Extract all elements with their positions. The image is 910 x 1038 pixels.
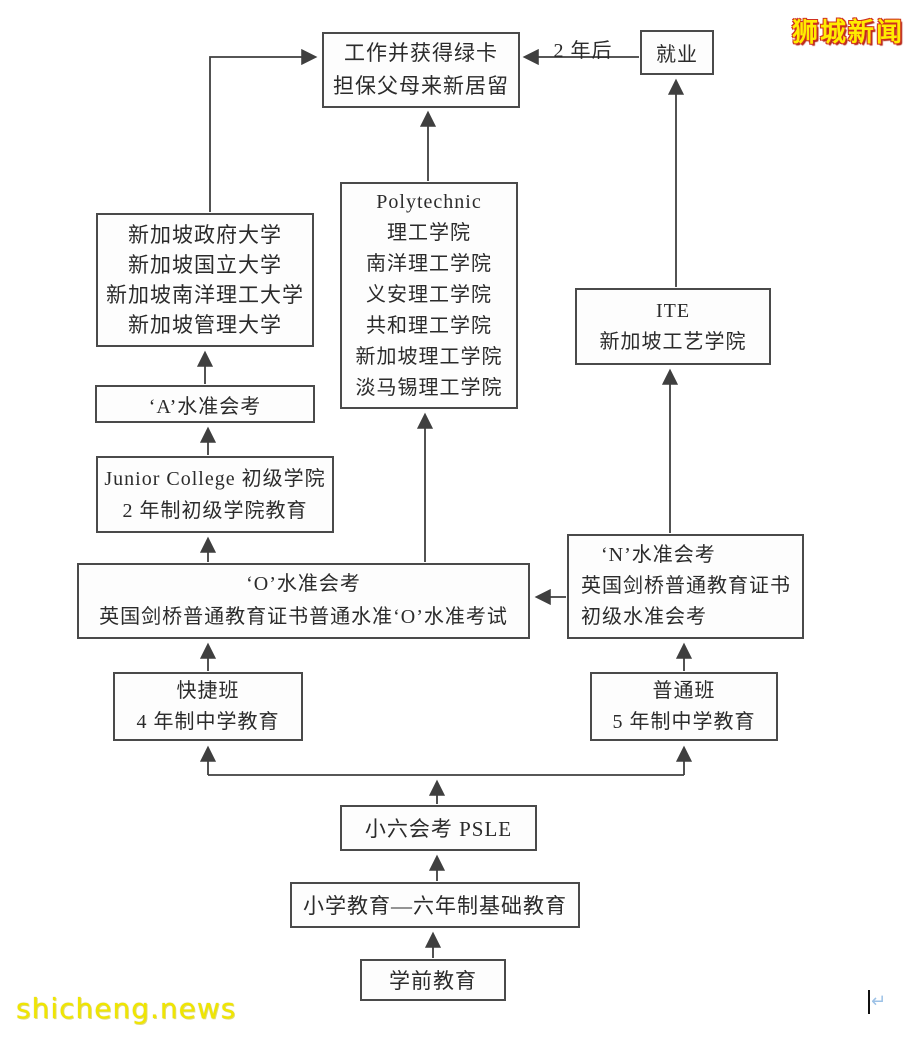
node-line: 新加坡管理大学 bbox=[128, 313, 282, 337]
node-line: 共和理工学院 bbox=[366, 315, 492, 337]
edge-psle-to-secondary-streams bbox=[199, 745, 693, 804]
node-line: 新加坡国立大学 bbox=[128, 253, 282, 277]
node-line: 淡马锡理工学院 bbox=[355, 377, 503, 399]
node-line: 5 年制中学教育 bbox=[612, 710, 756, 733]
node-line: 工作并获得绿卡 bbox=[344, 41, 498, 65]
node-line: 南洋理工学院 bbox=[366, 253, 492, 275]
node-work-green-card: 工作并获得绿卡 担保父母来新居留 bbox=[322, 32, 520, 108]
node-line: 小六会考 PSLE bbox=[364, 817, 513, 841]
node-line: 义安理工学院 bbox=[366, 284, 492, 306]
node-line: 就业 bbox=[656, 44, 698, 66]
node-line: 英国剑桥普通教育证书普通水准‘O’水准考试 bbox=[99, 606, 508, 628]
node-normal-stream: 普通班 5 年制中学教育 bbox=[590, 672, 778, 741]
watermark-shicheng-news-logo: 狮城新闻 bbox=[791, 17, 904, 47]
node-universities: 新加坡政府大学 新加坡国立大学 新加坡南洋理工大学 新加坡管理大学 bbox=[96, 213, 314, 347]
edge-label-two-years: 2 年后 bbox=[553, 40, 613, 62]
node-line: 学前教育 bbox=[389, 969, 477, 993]
node-psle-exam: 小六会考 PSLE bbox=[340, 805, 537, 851]
node-line: 新加坡工艺学院 bbox=[599, 330, 747, 353]
node-o-level-exam: ‘O’水准会考 英国剑桥普通教育证书普通水准‘O’水准考试 bbox=[77, 563, 530, 639]
node-line: 初级水准会考 bbox=[581, 606, 707, 628]
node-polytechnic: Polytechnic 理工学院 南洋理工学院 义安理工学院 共和理工学院 新加… bbox=[340, 182, 518, 409]
text-cursor-return-mark: ↵ bbox=[868, 990, 886, 1014]
node-line: 小学教育—六年制基础教育 bbox=[303, 894, 567, 918]
node-line: ITE bbox=[655, 299, 691, 322]
node-line: ‘A’水准会考 bbox=[148, 395, 262, 418]
node-line: 新加坡理工学院 bbox=[355, 346, 503, 368]
watermark-shicheng-news-url: shicheng.news bbox=[16, 992, 237, 1025]
node-line: Junior College 初级学院 bbox=[104, 467, 326, 490]
node-ite: ITE 新加坡工艺学院 bbox=[575, 288, 771, 365]
node-n-level-exam: ‘N’水准会考 英国剑桥普通教育证书 初级水准会考 bbox=[567, 534, 804, 639]
node-line: 新加坡政府大学 bbox=[128, 223, 282, 247]
node-preschool: 学前教育 bbox=[360, 959, 506, 1001]
node-line: 理工学院 bbox=[387, 222, 471, 244]
node-employment: 就业 bbox=[640, 30, 714, 75]
node-line: ‘O’水准会考 bbox=[246, 573, 361, 595]
node-line: 4 年制中学教育 bbox=[136, 710, 280, 733]
node-line: 新加坡南洋理工大学 bbox=[106, 283, 304, 307]
edge-universities-to-work-green-card bbox=[209, 48, 318, 212]
node-line: Polytechnic bbox=[376, 191, 482, 213]
node-line: 英国剑桥普通教育证书 bbox=[581, 575, 791, 597]
return-arrow-icon: ↵ bbox=[871, 991, 887, 1012]
node-primary-education: 小学教育—六年制基础教育 bbox=[290, 882, 580, 928]
node-line: 担保父母来新居留 bbox=[333, 74, 509, 98]
node-express-stream: 快捷班 4 年制中学教育 bbox=[113, 672, 303, 741]
node-line: 快捷班 bbox=[176, 679, 240, 702]
node-junior-college: Junior College 初级学院 2 年制初级学院教育 bbox=[96, 456, 334, 533]
node-line: 普通班 bbox=[652, 679, 716, 702]
text-cursor-icon bbox=[868, 990, 870, 1014]
node-a-level-exam: ‘A’水准会考 bbox=[95, 385, 315, 423]
node-line: 2 年制初级学院教育 bbox=[122, 499, 308, 522]
node-line: ‘N’水准会考 bbox=[601, 544, 716, 566]
